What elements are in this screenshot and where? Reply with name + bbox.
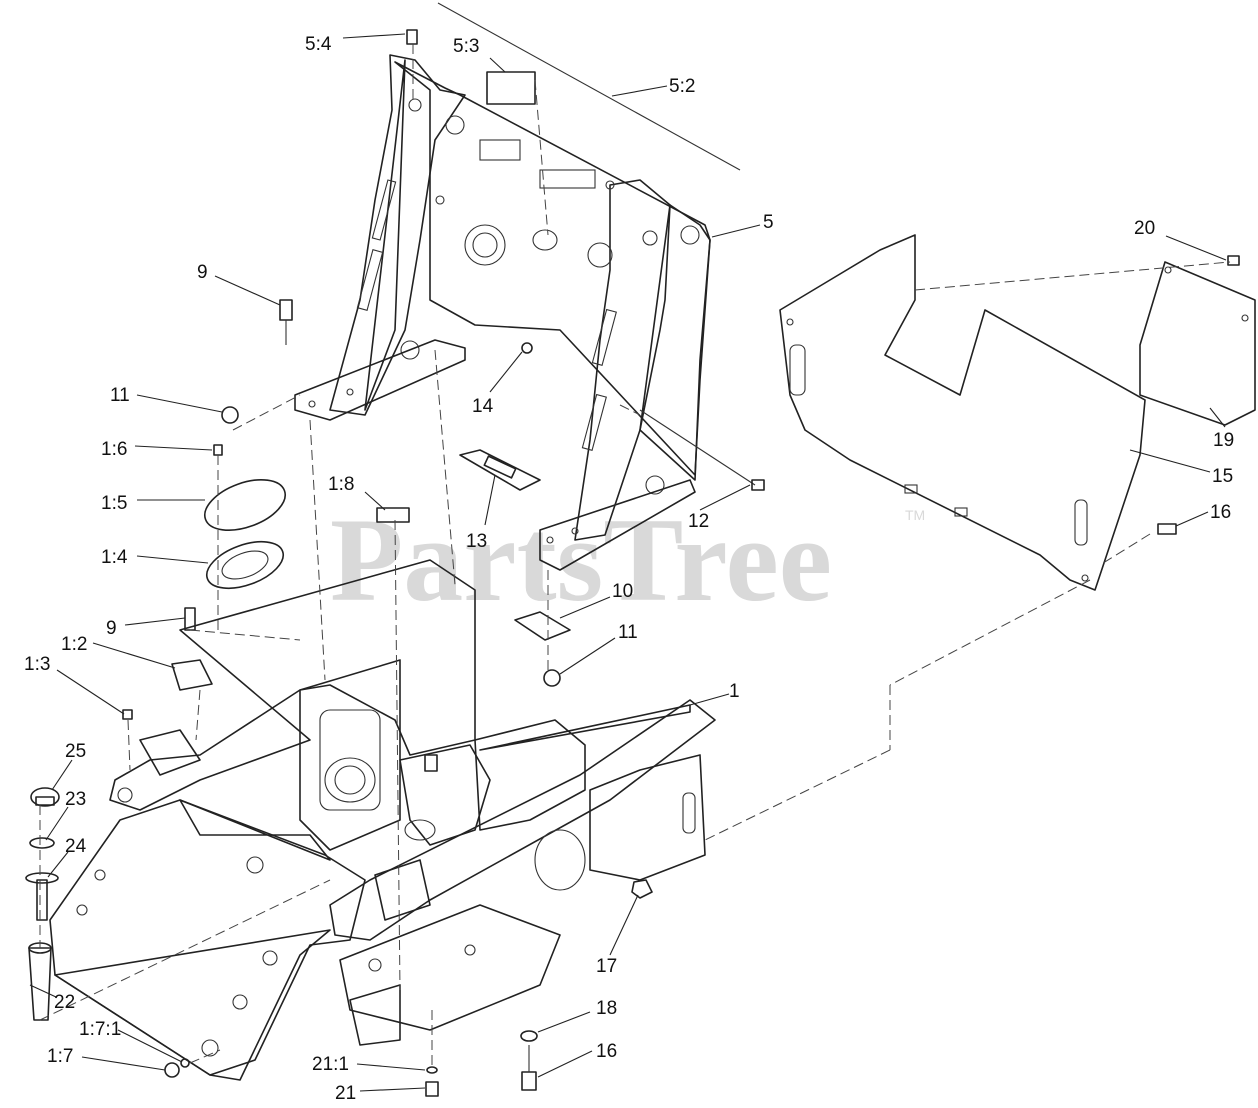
base-frame [49,559,716,1081]
decal-1-3 [122,709,133,720]
rod-12 [751,479,765,491]
bolt-20 [1227,255,1240,266]
decal-5-3 [486,71,536,105]
washer-21-1 [426,1066,438,1074]
callout-20: 20 [1134,218,1155,239]
tower-frame [294,54,711,571]
nut-14 [521,342,533,354]
callout-14: 14 [472,396,494,417]
callout-11-lower: 11 [618,622,638,643]
plug-1-7 [164,1062,180,1078]
plate-10 [514,611,571,641]
callout-5-3: 5:3 [453,36,479,57]
callout-1-7-1: 1:7:1 [79,1019,121,1040]
watermark-tm: TM [905,507,925,523]
callout-24: 24 [65,836,87,857]
watermark-text: PartsTree [330,493,832,626]
bolt-16-upper [1157,523,1177,535]
cover-1-5 [204,479,286,531]
nut-11-upper [221,406,239,424]
nut-11-lower [543,669,561,687]
callout-labels: 5:4 5:3 5:2 5 9 11 1:6 1:5 1:8 14 1:4 13… [24,34,1234,1104]
leader-lines [29,33,1227,1092]
rear-shield [779,234,1146,591]
bolt-9-upper [279,299,293,321]
decal-1-8 [376,507,410,523]
cover-plate-19 [1139,261,1256,426]
cap-25 [30,787,60,807]
callout-17: 17 [596,956,617,977]
nut-17 [631,879,653,899]
gasket-1-4 [205,540,285,590]
callout-19: 19 [1213,430,1234,451]
callout-1-8: 1:8 [328,474,354,495]
callout-11-upper: 11 [110,385,130,406]
dipstick-24 [25,872,59,884]
screw-1-6 [213,444,223,456]
callout-1: 1 [729,681,740,702]
callout-23: 23 [65,789,86,810]
callout-5-2: 5:2 [669,76,695,97]
callout-1-3: 1:3 [24,654,50,675]
callout-13: 13 [466,531,487,552]
bracket-13 [459,449,541,491]
bolt-16-lower [521,1071,537,1091]
callout-21-1: 21:1 [312,1054,349,1075]
callout-1-4: 1:4 [101,547,128,568]
callout-15: 15 [1212,466,1233,487]
assembly-lines [39,44,1231,1065]
callout-18: 18 [596,998,617,1019]
callout-1-6: 1:6 [101,439,127,460]
callout-1-7: 1:7 [47,1046,73,1067]
callout-1-2: 1:2 [61,634,87,655]
callout-9-upper: 9 [197,262,208,283]
callout-1-5: 1:5 [101,493,127,514]
callout-12: 12 [688,511,709,532]
callout-9-lower: 9 [106,618,117,639]
washer-1-7-1 [180,1058,190,1068]
callout-21: 21 [335,1083,356,1104]
washer-18 [520,1030,538,1042]
callout-5-4: 5:4 [305,34,332,55]
decal-1-2 [171,659,213,691]
callout-16-lower: 16 [596,1041,617,1062]
callout-5: 5 [763,212,774,233]
bolt-21 [425,1081,439,1097]
bolt-5-4 [406,29,418,45]
callout-10: 10 [612,581,633,602]
o-ring-23 [29,837,55,849]
callout-16-upper: 16 [1210,502,1231,523]
callout-25: 25 [65,741,86,762]
callout-22: 22 [54,992,75,1013]
